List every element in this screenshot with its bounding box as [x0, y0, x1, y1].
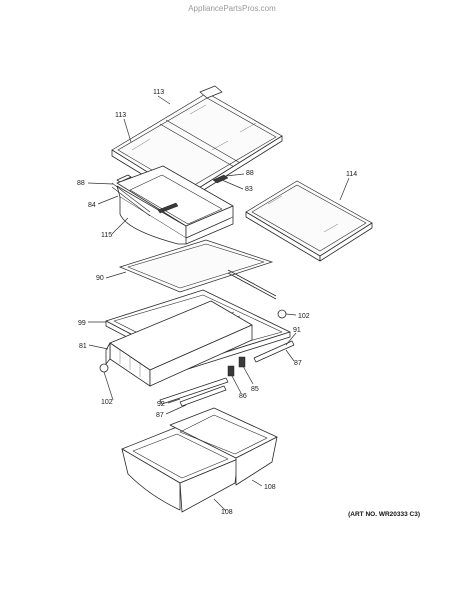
- small-fasteners-85-86-102: [99, 309, 287, 377]
- callout-85: 85: [251, 386, 259, 393]
- callout-86: 86: [239, 393, 247, 400]
- art-number-label: (ART NO. WR20333 C3): [348, 511, 420, 518]
- crisper-cover-glass-90: [118, 239, 274, 293]
- crisper-pan-108: [121, 407, 278, 513]
- callout-114: 114: [346, 171, 357, 178]
- callout-108-right: 108: [264, 484, 276, 491]
- watermark-text: AppliancePartsPros.com: [188, 4, 276, 13]
- glass-shelf-114: [245, 180, 373, 262]
- callout-113-top: 113: [153, 89, 164, 96]
- callout-83: 83: [245, 186, 253, 193]
- callout-90: 90: [96, 275, 104, 282]
- callout-92: 92: [157, 401, 165, 408]
- callout-87-left: 87: [156, 412, 164, 419]
- callout-87-right: 87: [294, 360, 302, 367]
- callout-102-left: 102: [101, 399, 113, 406]
- callout-88-left: 88: [77, 180, 85, 187]
- callout-labels: 113 113 114 88 83 88 84 115 90 102 99 91…: [77, 89, 357, 516]
- shelf-clips-88-83: [116, 174, 229, 184]
- crisper-frame-81: [105, 300, 253, 387]
- callout-91: 91: [293, 327, 301, 334]
- pan-drawer-115: [111, 165, 234, 245]
- slide-rails-87-91-92: [159, 340, 295, 407]
- callout-102-right: 102: [298, 313, 310, 320]
- callout-113-left: 113: [115, 112, 126, 119]
- callout-88-right: 88: [246, 170, 254, 177]
- callout-81: 81: [79, 343, 87, 350]
- callout-99: 99: [78, 320, 86, 327]
- callout-84: 84: [88, 202, 96, 209]
- leader-lines: [87, 95, 350, 512]
- callout-115: 115: [101, 232, 112, 239]
- callout-108-bottom: 108: [221, 509, 233, 516]
- cover-rod: [227, 269, 277, 300]
